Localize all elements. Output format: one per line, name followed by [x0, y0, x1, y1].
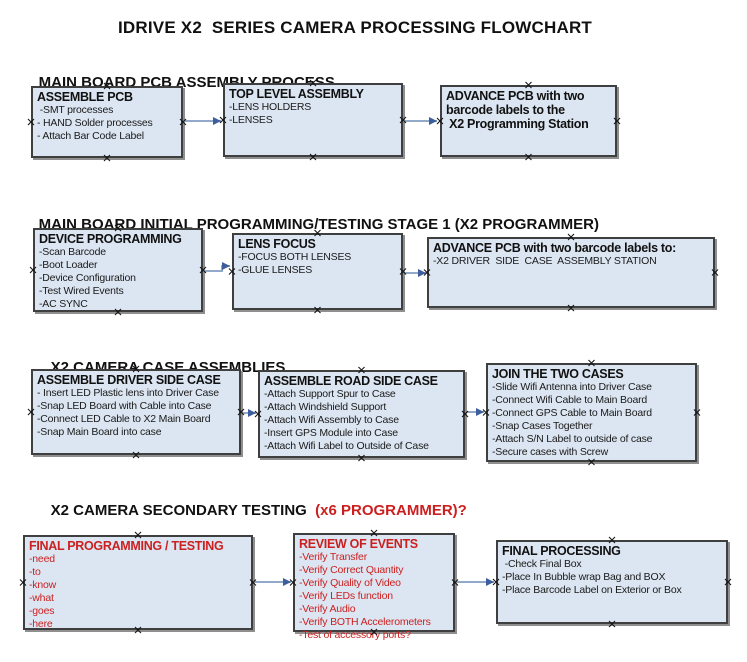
box-title: JOIN THE TWO CASES [492, 367, 624, 381]
box-assemble-pcb: ASSEMBLE PCB -SMT processes- HAND Solder… [31, 86, 183, 158]
box-item: -Place Barcode Label on Exterior or Box [502, 584, 682, 596]
box-item: -Insert GPS Module into Case [264, 427, 398, 439]
box-item-list: -Scan Barcode-Boot Loader-Device Configu… [39, 246, 197, 311]
box-item: -Attach S/N Label to outside of case [492, 433, 653, 445]
box-item: -Connect Wifi Cable to Main Board [492, 394, 648, 406]
box-item: -Place In Bubble wrap Bag and BOX [502, 571, 666, 583]
box-item: -Attach Windshield Support [264, 401, 387, 413]
box-advance-pcb-to-programming-station: ADVANCE PCB with two barcode labels to t… [440, 85, 617, 157]
box-item: -Scan Barcode [39, 246, 106, 258]
box-item: -here [29, 618, 53, 630]
box-item-list: -X2 DRIVER SIDE CASE ASSEMBLY STATION [433, 255, 709, 268]
section-heading-text: X2 CAMERA SECONDARY TESTING [50, 502, 307, 519]
box-item: -AC SYNC [39, 298, 88, 310]
box-item: -Boot Loader [39, 259, 98, 271]
box-item-list: -Verify Transfer-Verify Correct Quantity… [299, 551, 449, 642]
box-title: DEVICE PROGRAMMING [39, 232, 182, 246]
box-item-list: -LENS HOLDERS-LENSES [229, 101, 397, 127]
box-item: -FOCUS BOTH LENSES [238, 251, 352, 263]
box-lens-focus: LENS FOCUS -FOCUS BOTH LENSES-GLUE LENSE… [232, 233, 403, 310]
box-item: -Snap Cases Together [492, 420, 593, 432]
box-item: -LENSES [229, 114, 273, 126]
box-item: -Verify Correct Quantity [299, 564, 404, 576]
box-top-level-assembly: TOP LEVEL ASSEMBLY -LENS HOLDERS-LENSES [223, 83, 403, 157]
box-review-of-events: REVIEW OF EVENTS -Verify Transfer-Verify… [293, 533, 455, 641]
box-item: -Verify Quality of Video [299, 577, 401, 589]
page-title: IDRIVE X2 SERIES CAMERA PROCESSING FLOWC… [117, 18, 593, 37]
box-title: TOP LEVEL ASSEMBLY [229, 87, 364, 101]
box-item: -Check Final Box [502, 558, 582, 570]
box-assemble-driver-side-case: ASSEMBLE DRIVER SIDE CASE - Insert LED P… [31, 369, 241, 455]
flow-arrow [204, 262, 230, 272]
box-title: LENS FOCUS [238, 237, 316, 251]
box-item-list: -Slide Wifi Antenna into Driver Case-Con… [492, 381, 691, 459]
box-item-list: - Insert LED Plastic lens into Driver Ca… [37, 387, 235, 439]
box-title: ASSEMBLE PCB [37, 90, 133, 104]
box-item: - HAND Solder processes [37, 117, 153, 129]
box-item: -SMT processes [37, 104, 114, 116]
box-title: FINAL PROGRAMMING / TESTING [29, 539, 224, 553]
box-title: FINAL PROCESSING [502, 544, 621, 558]
box-item: -Device Configuration [39, 272, 136, 284]
section-heading-red-suffix: (x6 PROGRAMMER)? [306, 502, 467, 519]
box-item: -Slide Wifi Antenna into Driver Case [492, 381, 652, 393]
box-item: -X2 DRIVER SIDE CASE ASSEMBLY STATION [433, 255, 657, 267]
box-item: -Verify BOTH Accelerometers [299, 616, 431, 628]
box-item: -Snap Main Board into case [37, 426, 162, 438]
box-item-list: -FOCUS BOTH LENSES-GLUE LENSES [238, 251, 397, 277]
box-item: -LENS HOLDERS [229, 101, 312, 113]
box-final-programming-testing: FINAL PROGRAMMING / TESTING -need-to-kno… [23, 535, 253, 630]
box-item: - Insert LED Plastic lens into Driver Ca… [37, 387, 219, 399]
box-item: -Secure cases with Screw [492, 446, 608, 458]
box-item: -Test Wired Events [39, 285, 124, 297]
box-item: -Connect GPS Cable to Main Board [492, 407, 652, 419]
box-advance-pcb-to-driver-side-station: ADVANCE PCB with two barcode labels to: … [427, 237, 715, 308]
box-item: - Attach Bar Code Label [37, 130, 144, 142]
box-title: ADVANCE PCB with two barcode labels to t… [446, 89, 589, 131]
box-join-the-two-cases: JOIN THE TWO CASES -Slide Wifi Antenna i… [486, 363, 697, 462]
box-item: -to [29, 566, 41, 578]
box-title: ADVANCE PCB with two barcode labels to: [433, 241, 676, 255]
box-item-list: -Check Final Box-Place In Bubble wrap Ba… [502, 558, 722, 597]
box-item: -Attach Wifi Assembly to Case [264, 414, 399, 426]
box-item: -Attach Wifi Label to Outside of Case [264, 440, 429, 452]
box-item: -goes [29, 605, 55, 617]
box-item: -what [29, 592, 54, 604]
box-title: ASSEMBLE ROAD SIDE CASE [264, 374, 438, 388]
box-item: -need [29, 553, 55, 565]
box-item: -Verify Audio [299, 603, 356, 615]
box-item: -Verify LEDs function [299, 590, 393, 602]
section-heading-secondary-testing: X2 CAMERA SECONDARY TESTING (x6 PROGRAMM… [34, 485, 467, 536]
box-item: -Snap LED Board with Cable into Case [37, 400, 212, 412]
box-title: ASSEMBLE DRIVER SIDE CASE [37, 373, 221, 387]
box-item: -Attach Support Spur to Case [264, 388, 396, 400]
box-device-programming: DEVICE PROGRAMMING -Scan Barcode-Boot Lo… [33, 228, 203, 312]
box-item: -Verify Transfer [299, 551, 367, 563]
box-item-list: -SMT processes- HAND Solder processes- A… [37, 104, 177, 143]
box-item: -Connect LED Cable to X2 Main Board [37, 413, 211, 425]
box-item-list: -need-to-know-what-goes-here [29, 553, 247, 631]
box-final-processing: FINAL PROCESSING -Check Final Box-Place … [496, 540, 728, 624]
box-item: -know [29, 579, 57, 591]
box-title: REVIEW OF EVENTS [299, 537, 418, 551]
box-item: -Test of accessory ports? [299, 629, 411, 641]
box-item-list: -Attach Support Spur to Case-Attach Wind… [264, 388, 459, 453]
box-assemble-road-side-case: ASSEMBLE ROAD SIDE CASE -Attach Support … [258, 370, 465, 458]
box-item: -GLUE LENSES [238, 264, 313, 276]
